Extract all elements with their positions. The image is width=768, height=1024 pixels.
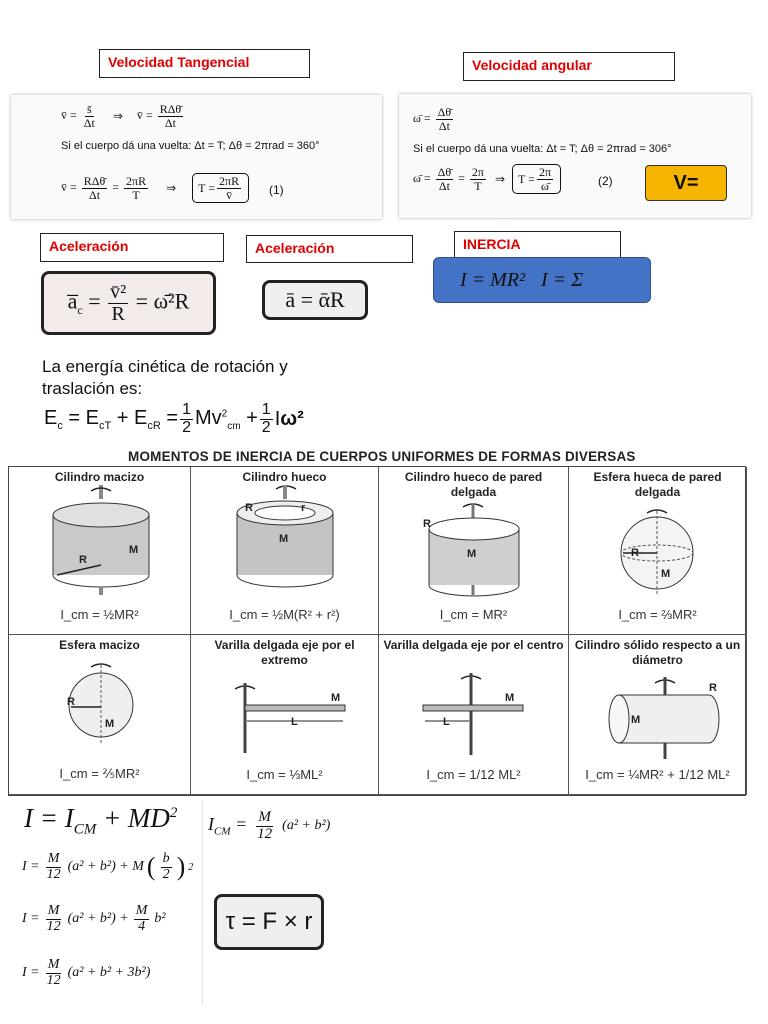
svg-text:M: M [661,568,670,580]
label-inercia: INERCIA [454,231,621,259]
label-velocidad-tangencial: Velocidad Tangencial [99,49,310,78]
energy-line-2: traslación es: [42,379,143,398]
label-aceleracion-1: Aceleración [40,233,224,262]
hollow-sphere-illustration: R M [620,509,694,595]
label-aceleracion-2: Aceleración [246,235,413,263]
angular-line-2: Si el cuerpo dá una vuelta: Δt = T; Δθ =… [413,143,672,155]
table-cell-cilindro-diametro: Cilindro sólido respecto a un diámetro M… [569,635,747,795]
svg-text:R: R [631,547,639,559]
svg-text:M: M [331,692,340,704]
energy-line-1: La energía cinética de rotación y [42,357,288,376]
svg-text:M: M [631,714,640,726]
table-title: MOMENTOS DE INERCIA DE CUERPOS UNIFORMES… [128,449,636,464]
svg-text:R: R [245,502,253,514]
svg-text:M: M [105,718,114,730]
inertia-banner-text-2: I = Σ [541,268,584,291]
svg-text:R: R [709,682,717,694]
table-cell-esfera-hueca: Esfera hueca de pared delgada R M I_cm =… [569,467,747,635]
rod-center-axis-illustration: L M [422,673,524,755]
torque-formula: τ = F × r [214,894,324,950]
solid-sphere-illustration: R M [67,663,134,745]
inertia-table: Cilindro macizo R M I_cm = ½MR² Cilindro… [8,466,747,796]
inertia-banner: I = MR² I = Σ [433,257,651,303]
table-cell-varilla-centro: Varilla delgada eje por el centro L M I_… [379,635,569,795]
table-cell-esfera-macizo: Esfera macizo R M I_cm = ⅖MR² [9,635,191,795]
tangential-line-1: v̄ = s̄Δt ⇒ v̄ = RΔθ̄Δt [61,102,184,130]
svg-text:L: L [291,716,298,728]
label-velocidad-angular: Velocidad angular [463,52,675,81]
energy-text: La energía cinética de rotación y trasla… [42,356,342,400]
tangential-line-2: Si el cuerpo dá una vuelta: Δt = T; Δθ =… [61,140,320,152]
tangential-eq-number: (1) [269,183,284,197]
angular-line-1: ω̄ = Δθ̄Δt [413,105,454,133]
table-cell-varilla-extremo: Varilla delgada eje por el extremo L M I… [191,635,379,795]
table-cell-cilindro-hueco-pared-delgada: Cilindro hueco de pared delgada R M I_cm… [379,467,569,635]
tangential-velocity-panel: v̄ = s̄Δt ⇒ v̄ = RΔθ̄Δt Si el cuerpo dá … [11,95,382,219]
tangential-acceleration-formula: ā = ᾱR [262,280,368,320]
hollow-cylinder-illustration: R r M [236,485,334,588]
rod-end-axis-illustration: L M [234,683,346,753]
table-cell-cilindro-macizo: Cilindro macizo R M I_cm = ½MR² [9,467,191,635]
angular-velocity-panel: ω̄ = Δθ̄Δt Si el cuerpo dá una vuelta: Δ… [399,94,751,218]
solid-cylinder-illustration: R M [52,485,150,595]
v-highlight-box: V= [645,165,727,201]
svg-text:M: M [279,533,288,545]
inertia-banner-text-1: I = MR² [460,268,526,291]
svg-text:M: M [129,544,138,556]
angular-eq-number: (2) [598,174,613,188]
cylinder-diameter-illustration: M R [608,677,720,759]
svg-text:R: R [423,518,431,530]
svg-text:r: r [301,502,306,514]
table-cell-cilindro-hueco: Cilindro hueco R r M I_cm = ½M(R² + r²) [191,467,379,635]
bottom-divider [202,800,203,1004]
svg-text:R: R [67,696,75,708]
svg-text:M: M [467,548,476,560]
steiner-formula: I = ICM + MD2 [24,803,178,838]
svg-text:L: L [443,716,450,728]
svg-text:M: M [505,692,514,704]
svg-text:R: R [79,554,87,566]
thin-hollow-cylinder-illustration: R M [423,503,520,597]
